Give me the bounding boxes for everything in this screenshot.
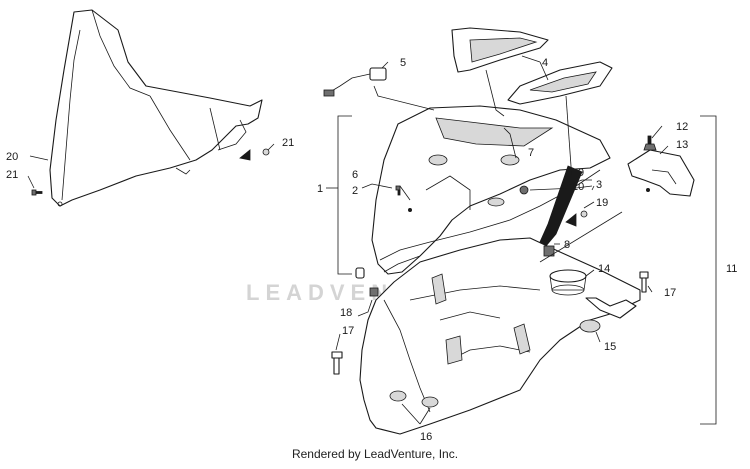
callout-16: 16 (420, 431, 432, 443)
callout-17-left: 17 (342, 325, 354, 337)
wire-harness (323, 67, 387, 97)
callout-6: 6 (352, 169, 358, 181)
screw-17-left (331, 351, 343, 375)
grommet (549, 269, 587, 296)
callout-9: 9 (578, 167, 584, 179)
bolt-12 (643, 135, 657, 151)
callout-4: 4 (542, 57, 548, 69)
callout-1: 1 (317, 183, 323, 195)
hood-lower (359, 237, 641, 435)
vent-insert-lower (507, 61, 613, 105)
callout-10: 10 (572, 181, 584, 193)
bracket (627, 149, 695, 197)
leader-lines (27, 55, 669, 425)
callout-12: 12 (676, 121, 688, 133)
callout-2: 2 (352, 185, 358, 197)
screw-21-left (31, 189, 43, 196)
windshield (49, 9, 263, 207)
callout-14: 14 (598, 263, 610, 275)
callout-3: 3 (596, 179, 602, 191)
callout-7: 7 (528, 147, 534, 159)
render-credit: Rendered by LeadVenture, Inc. (291, 447, 459, 461)
callout-18: 18 (340, 307, 352, 319)
callout-21-left: 21 (6, 169, 18, 181)
callouts: 1 2 3 4 5 6 7 8 9 10 11 12 13 14 15 16 1… (6, 57, 737, 443)
switch (543, 245, 555, 257)
bracket-1 (337, 115, 352, 275)
callout-21-right: 21 (282, 137, 294, 149)
screw-21-right (239, 148, 270, 161)
callout-15: 15 (604, 341, 616, 353)
callout-19: 19 (596, 197, 608, 209)
screw-19 (565, 210, 588, 227)
screw-2 (395, 185, 401, 196)
callout-8: 8 (564, 239, 570, 251)
callout-20: 20 (6, 151, 18, 163)
bracket-11 (700, 115, 717, 425)
hood-stripe (539, 165, 583, 247)
vent-insert-top (451, 27, 549, 73)
callout-13: 13 (676, 139, 688, 151)
hood-upper (371, 105, 611, 275)
callout-5: 5 (400, 57, 406, 69)
callout-17-right: 17 (664, 287, 676, 299)
callout-11: 11 (726, 263, 737, 275)
fastener-18 (355, 267, 379, 297)
screw-17-right (639, 271, 649, 293)
